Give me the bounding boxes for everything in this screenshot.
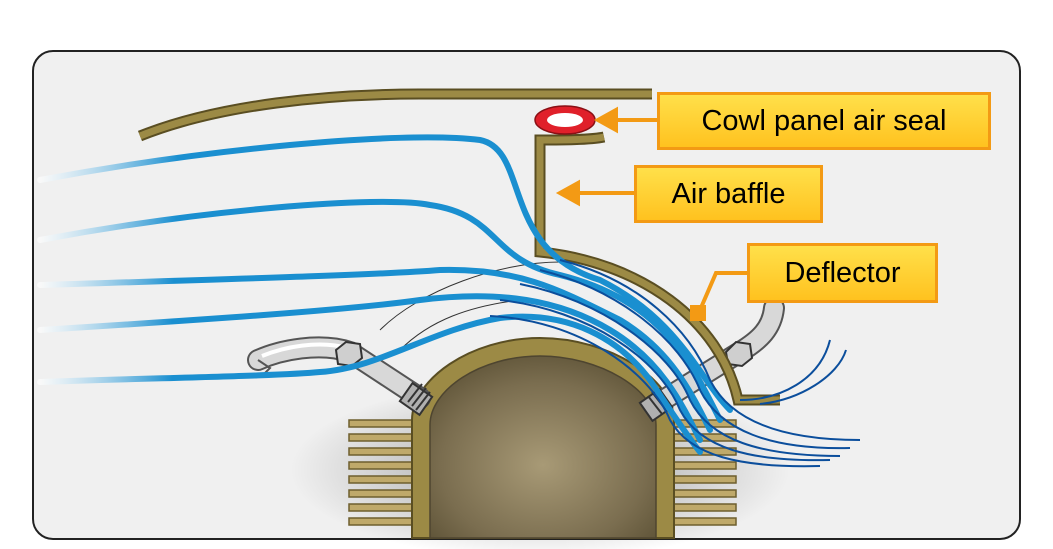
airflow-line-3: [37, 266, 713, 433]
right-intake-pipe: [638, 297, 785, 423]
deflected-airflow: [489, 259, 861, 468]
airflow-line-5: [37, 313, 703, 455]
label-deflector: Deflector: [747, 243, 938, 303]
label-air-baffle: Air baffle: [634, 165, 823, 223]
airflow-streams: [37, 134, 733, 455]
cylinder-core: [429, 355, 657, 539]
callout-arrows: [555, 106, 747, 321]
cylinder-outline-hint: [379, 261, 561, 351]
left-exhaust-pipe: [247, 336, 434, 417]
airflow-line-4: [37, 293, 703, 443]
airflow-line-1: [37, 134, 733, 413]
label-cowl-panel-air-seal: Cowl panel air seal: [657, 92, 991, 150]
airflow-line-2: [37, 198, 723, 423]
